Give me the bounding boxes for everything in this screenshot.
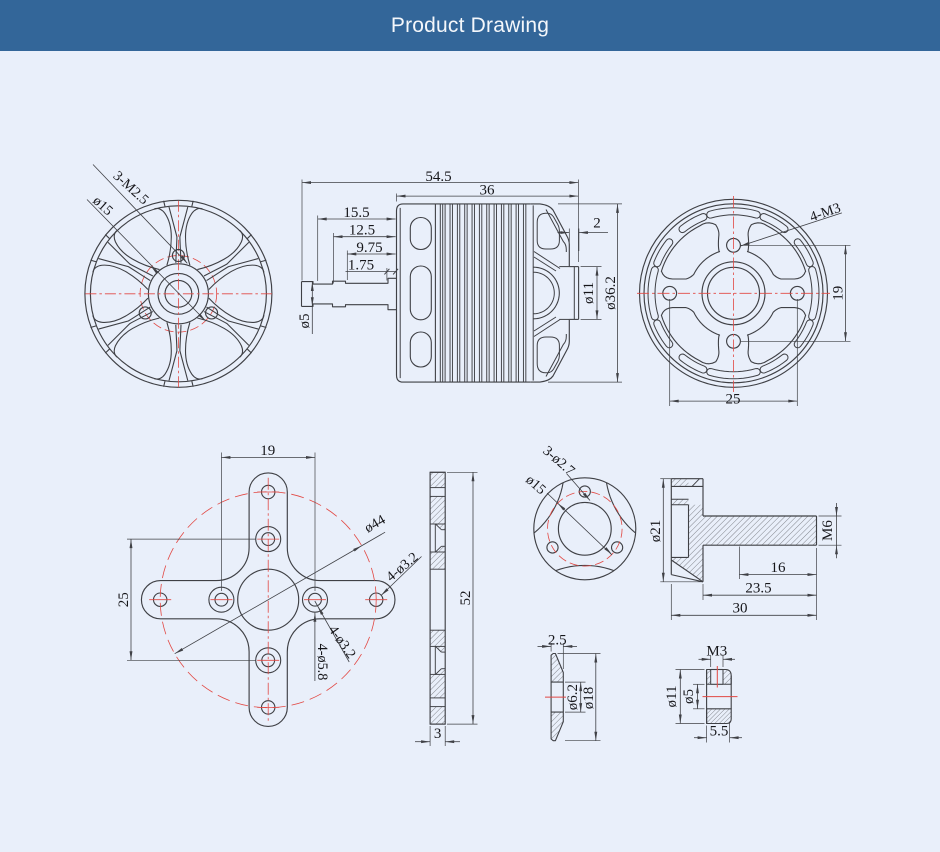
- svg-text:25: 25: [116, 592, 132, 607]
- svg-text:3-ø2.7: 3-ø2.7: [540, 443, 578, 479]
- svg-text:4-ø3.2: 4-ø3.2: [383, 549, 421, 585]
- svg-text:15.5: 15.5: [343, 205, 369, 221]
- svg-text:ø5: ø5: [297, 314, 313, 329]
- svg-text:ø21: ø21: [648, 520, 664, 543]
- svg-text:ø15: ø15: [522, 472, 549, 498]
- svg-text:12.5: 12.5: [349, 223, 375, 239]
- svg-text:54.5: 54.5: [425, 169, 451, 185]
- svg-text:52: 52: [458, 591, 474, 606]
- svg-text:23.5: 23.5: [745, 581, 771, 597]
- svg-text:ø18: ø18: [581, 687, 597, 710]
- svg-text:1.75: 1.75: [348, 258, 374, 274]
- svg-text:ø11: ø11: [581, 282, 597, 304]
- svg-text:ø15: ø15: [89, 193, 116, 219]
- svg-text:4-ø5.8: 4-ø5.8: [314, 644, 330, 681]
- svg-text:2: 2: [593, 216, 601, 232]
- svg-text:36: 36: [480, 182, 496, 198]
- svg-text:19: 19: [260, 443, 275, 459]
- svg-text:5.5: 5.5: [710, 724, 729, 740]
- svg-text:ø11: ø11: [664, 686, 680, 708]
- svg-text:4-M3: 4-M3: [808, 200, 843, 225]
- svg-text:ø5: ø5: [681, 689, 697, 704]
- svg-text:2.5: 2.5: [548, 632, 567, 648]
- svg-text:3: 3: [434, 726, 442, 742]
- svg-text:30: 30: [733, 601, 748, 617]
- svg-text:16: 16: [771, 560, 787, 576]
- svg-text:19: 19: [831, 286, 847, 301]
- svg-text:25: 25: [726, 391, 741, 407]
- svg-text:M6: M6: [820, 520, 836, 541]
- svg-text:M3: M3: [706, 644, 727, 660]
- svg-text:ø6.2: ø6.2: [565, 684, 581, 710]
- svg-text:9.75: 9.75: [356, 240, 382, 256]
- svg-text:ø36.2: ø36.2: [603, 276, 619, 310]
